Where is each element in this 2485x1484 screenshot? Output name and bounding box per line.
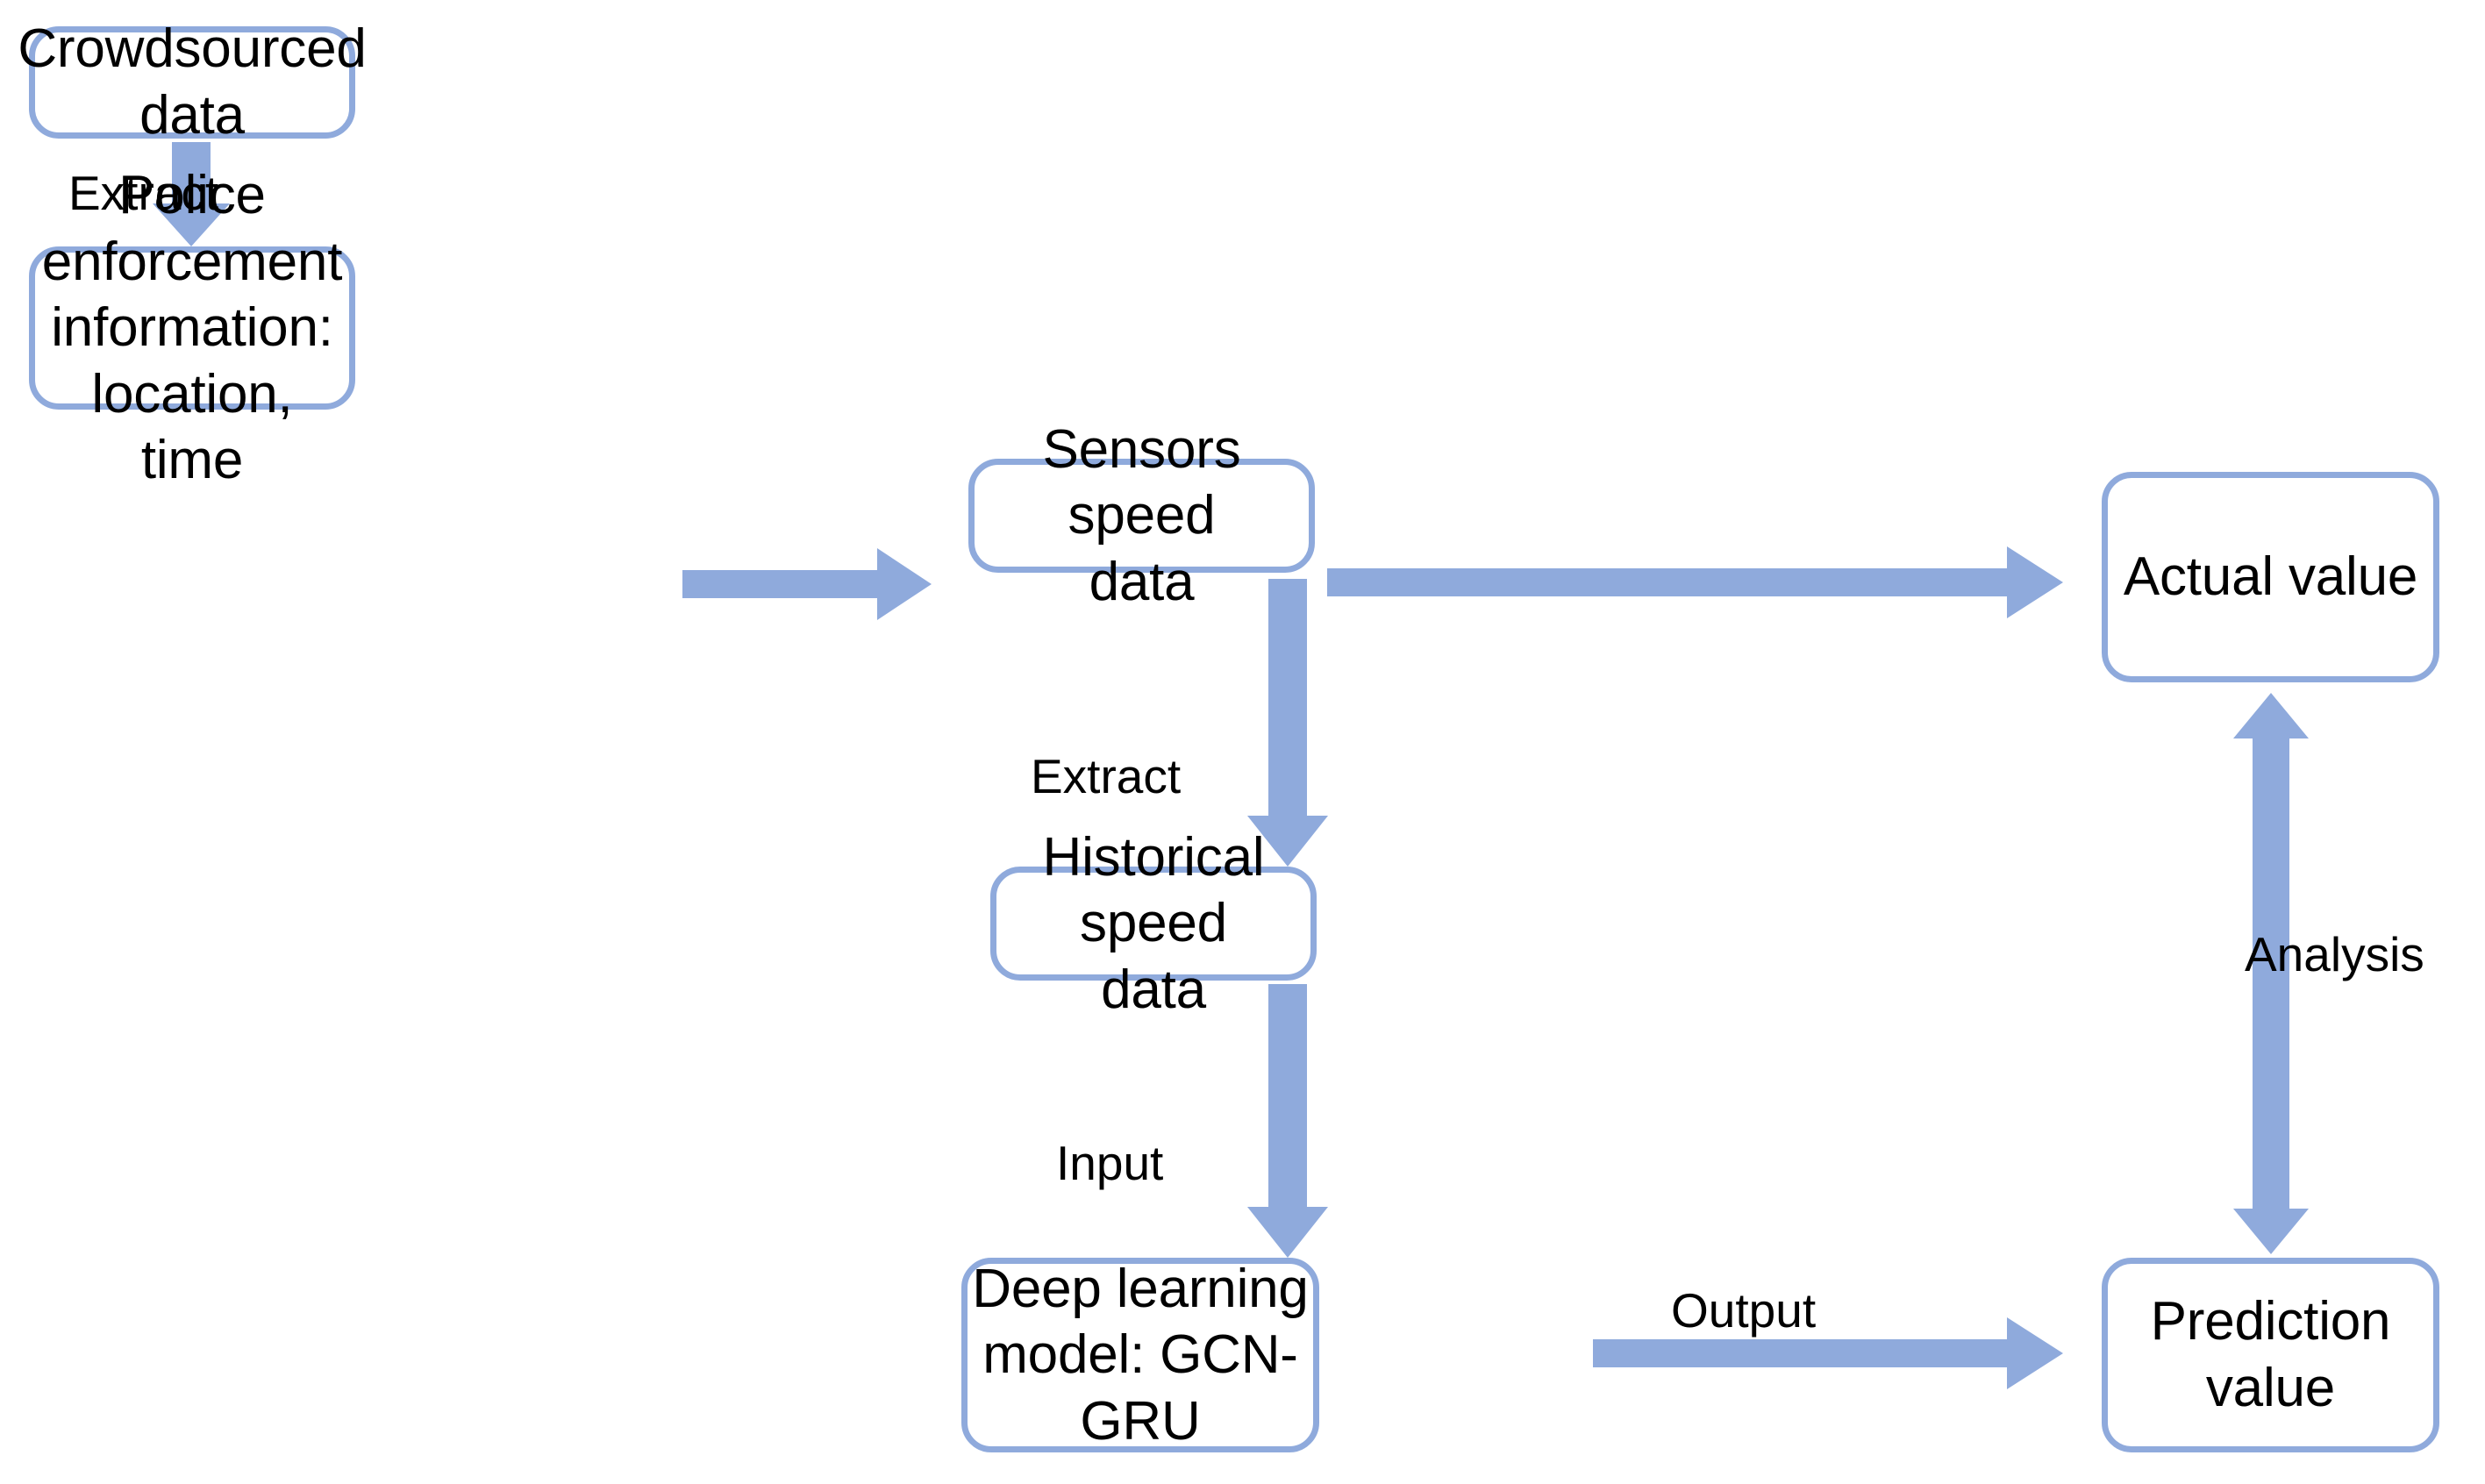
node-crowdsourced-data-label: Crowdsourced data xyxy=(18,18,367,146)
edge-label-output: Output xyxy=(1671,1283,1817,1338)
node-crowdsourced-data[interactable]: Crowdsourced data xyxy=(18,18,367,146)
node-deep-learning-model[interactable]: Deep learning model: GCN-GRU xyxy=(961,1258,1319,1452)
node-deep-learning-model-label: Deep learning model: GCN-GRU xyxy=(972,1258,1309,1452)
arrow-historical-to-model xyxy=(1247,984,1328,1258)
arrow-police-to-sensors xyxy=(682,548,932,620)
node-historical-speed-data-label: Historical speed data xyxy=(1042,826,1265,1020)
node-police-enforcement-label: Police enforcement information: location… xyxy=(41,164,343,491)
edge-label-extract-crowdsourced: Extract xyxy=(68,166,219,220)
edge-label-analysis: Analysis xyxy=(2245,927,2424,981)
arrow-model-to-prediction xyxy=(1593,1317,2063,1389)
node-actual-value[interactable]: Actual value xyxy=(2102,472,2439,682)
node-historical-speed-data[interactable]: Historical speed data xyxy=(990,827,1317,1020)
node-prediction-value[interactable]: Prediction value xyxy=(2102,1258,2439,1452)
node-prediction-value-label: Prediction value xyxy=(2150,1291,2391,1418)
edge-label-extract-sensors: Extract xyxy=(1031,749,1182,803)
node-actual-value-label: Actual value xyxy=(2123,546,2418,608)
arrow-sensors-to-actual xyxy=(1327,546,2063,618)
node-police-enforcement[interactable]: Police enforcement information: location… xyxy=(29,165,355,490)
node-sensors-speed-data[interactable]: Sensors speed data xyxy=(968,419,1315,612)
edge-label-input: Input xyxy=(1056,1136,1164,1190)
node-sensors-speed-data-label: Sensors speed data xyxy=(1042,418,1241,612)
